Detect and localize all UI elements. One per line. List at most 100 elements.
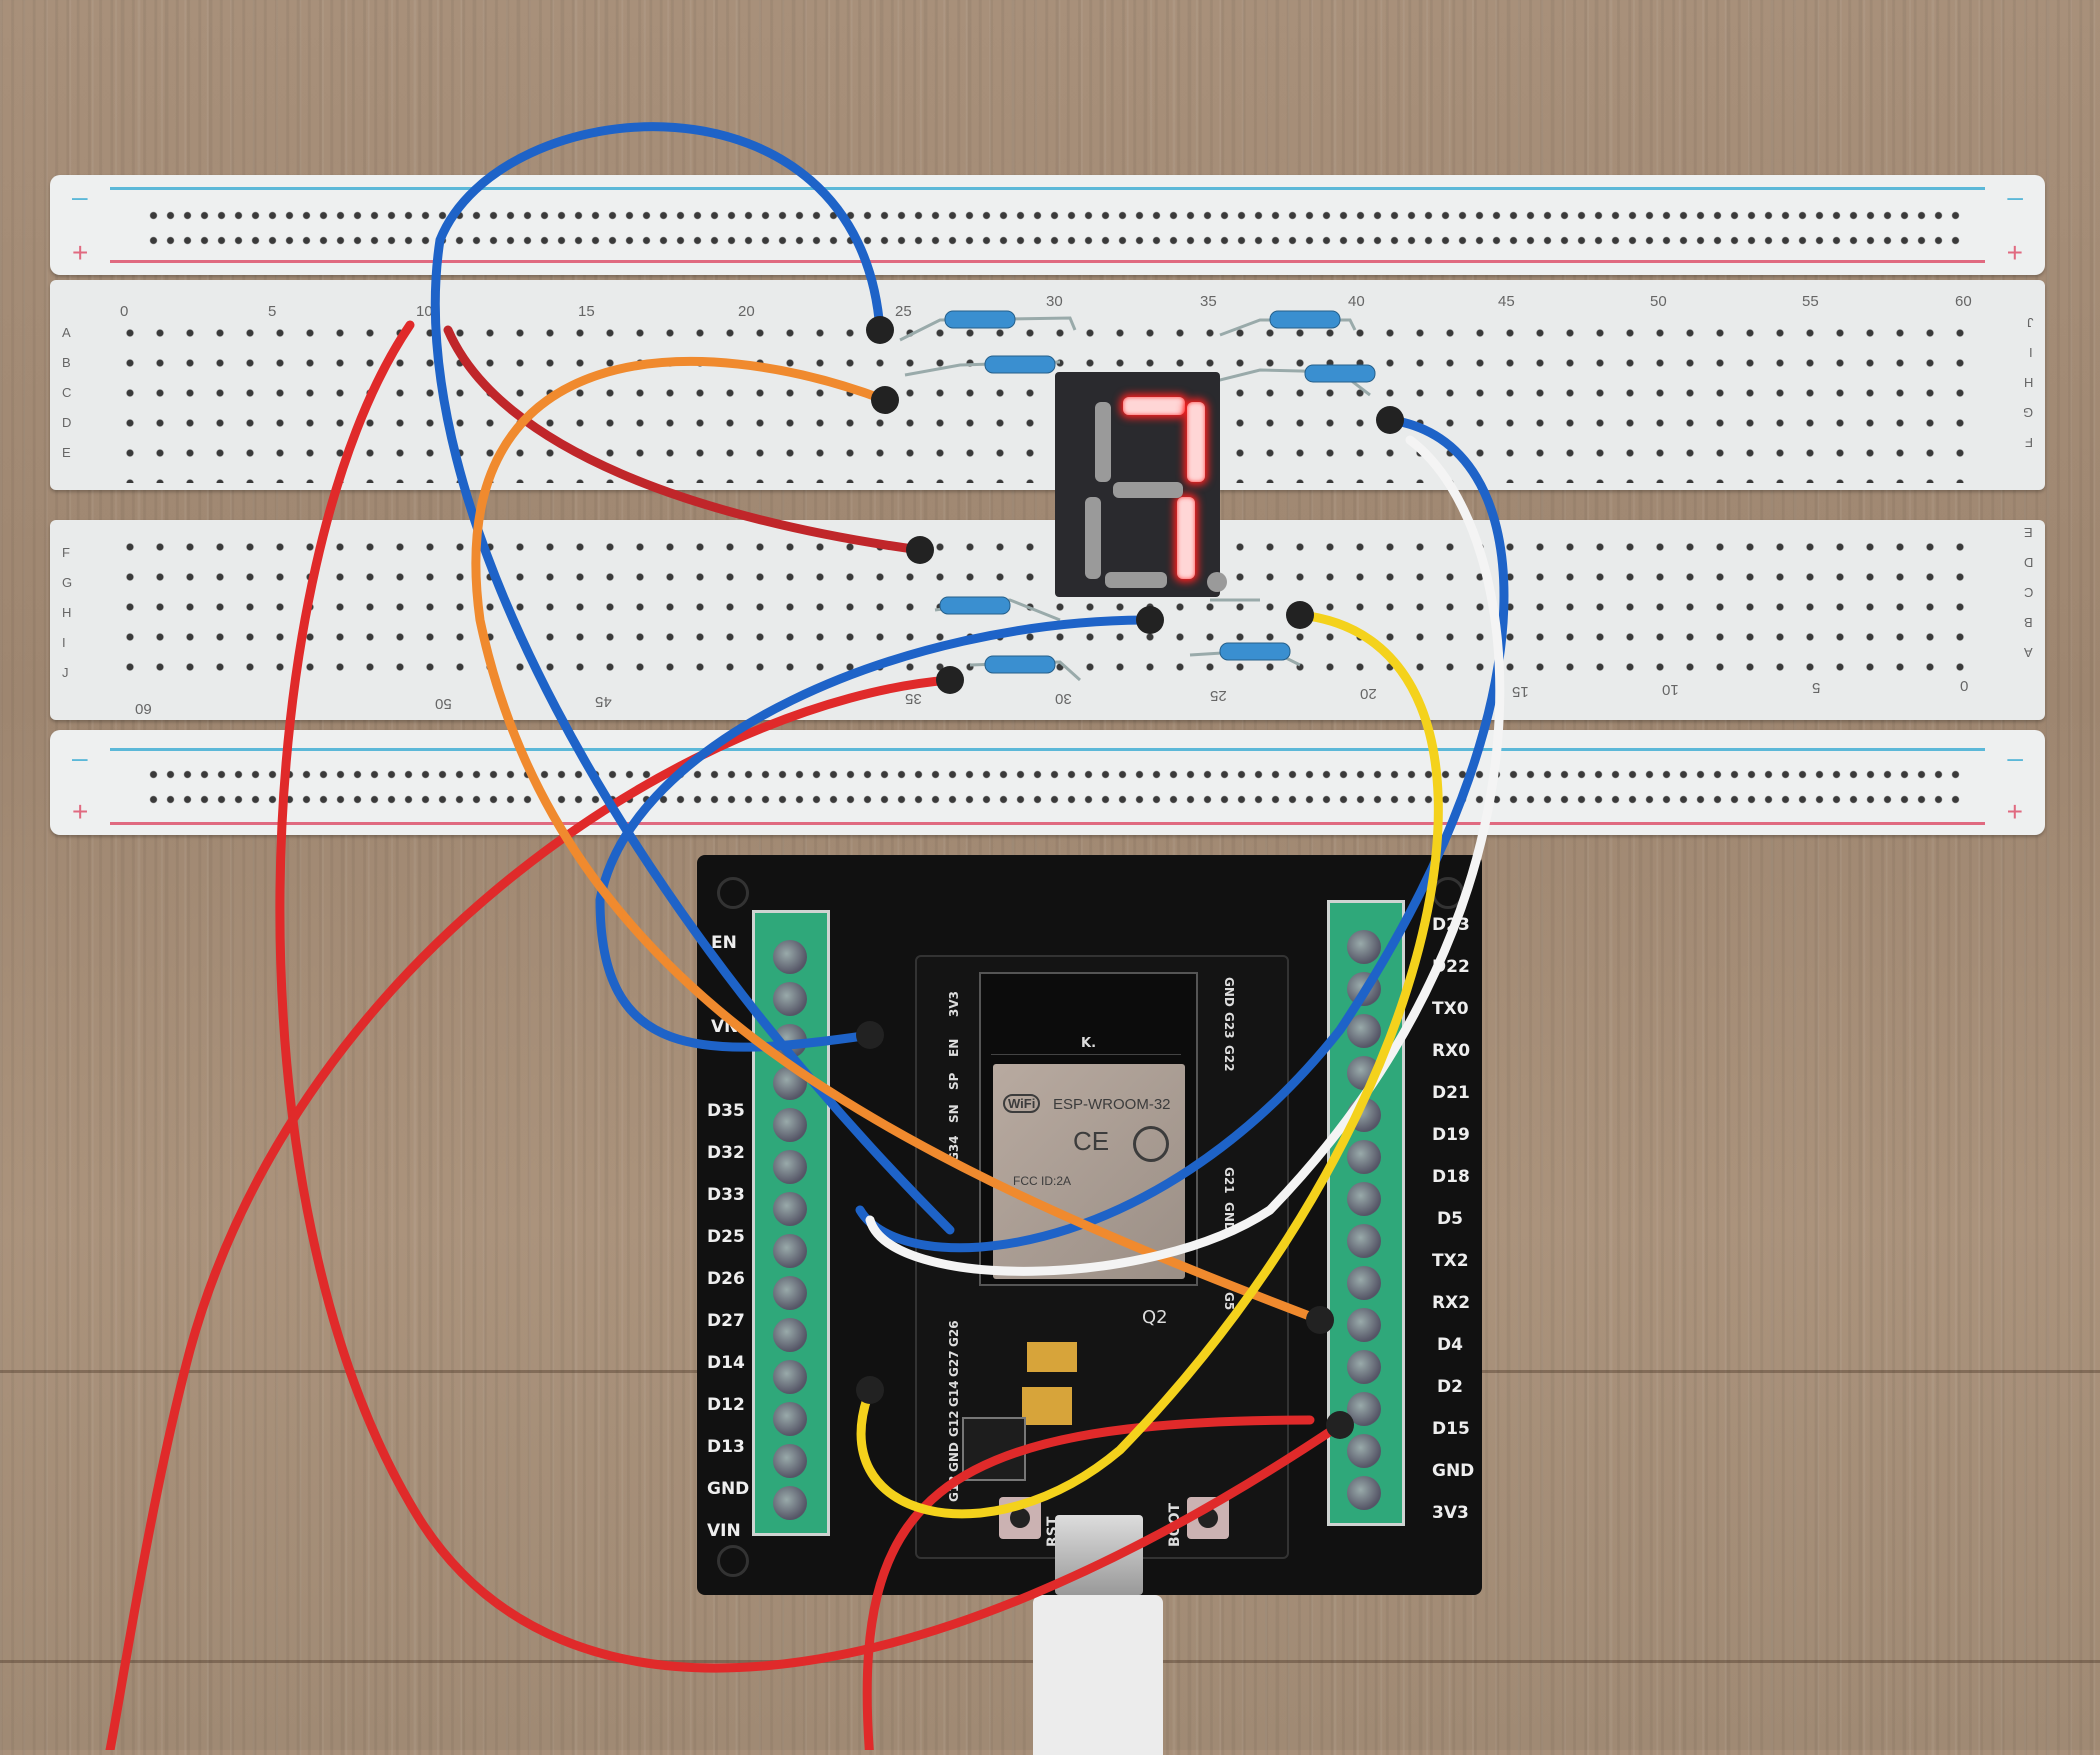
terminal-screw[interactable]	[773, 982, 807, 1016]
column-number: 0	[120, 303, 129, 320]
terminal-screw[interactable]	[773, 1192, 807, 1226]
pin-label: D5	[1437, 1209, 1463, 1229]
tantalum-capacitor	[1022, 1387, 1072, 1425]
antenna-area	[991, 984, 1181, 1055]
wifi-logo: WiFi	[1003, 1094, 1041, 1113]
terminal-screw[interactable]	[1347, 1476, 1381, 1510]
wire-connector	[856, 1376, 884, 1404]
column-number: 25	[895, 303, 912, 320]
pin-label: D12	[707, 1395, 745, 1415]
wire-red[interactable]	[275, 320, 1345, 1673]
espressif-logo-icon	[1133, 1126, 1169, 1162]
wire-connector	[1136, 606, 1164, 634]
terminal-screw[interactable]	[1347, 1014, 1381, 1048]
rail-minus-symbol: –	[72, 742, 88, 773]
pin-label: D32	[707, 1143, 745, 1163]
terminal-screw[interactable]	[1347, 1224, 1381, 1258]
resistor	[984, 355, 1056, 374]
resistor	[1219, 642, 1291, 661]
pin-label: D19	[1432, 1125, 1470, 1145]
terminal-screw[interactable]	[773, 1150, 807, 1184]
terminal-strip-top	[50, 280, 2045, 490]
pin-label: D35	[707, 1101, 745, 1121]
segment-e	[1085, 497, 1101, 579]
wire-connector	[1326, 1411, 1354, 1439]
row-letter: F	[62, 545, 70, 560]
pin-label: G23	[1222, 1012, 1236, 1039]
pin-label: 3V3	[1432, 1503, 1469, 1523]
pin-label: G22	[1222, 1045, 1236, 1072]
resistor	[1269, 310, 1341, 329]
segment-d	[1105, 572, 1167, 588]
row-letter: I	[62, 635, 66, 650]
module-name: ESP-WROOM-32	[1053, 1096, 1171, 1113]
pin-label: GND	[707, 1479, 750, 1499]
decimal-point	[1207, 572, 1227, 592]
pin-label: VIN	[707, 1521, 741, 1541]
wire-connector	[906, 536, 934, 564]
rail-holes	[145, 762, 1965, 812]
fcc-id: FCC ID:2A	[1013, 1174, 1072, 1188]
pin-label: GND	[1222, 977, 1236, 1007]
pin-label: D21	[1432, 1083, 1470, 1103]
row-letter: H	[62, 605, 72, 620]
wire-connector	[871, 386, 899, 414]
tantalum-capacitor	[1027, 1342, 1077, 1372]
terminal-screw[interactable]	[1347, 1350, 1381, 1384]
terminal-screw[interactable]	[1347, 1266, 1381, 1300]
wire-connector	[1306, 1306, 1334, 1334]
resistor	[939, 596, 1011, 615]
terminal-screw[interactable]	[773, 1318, 807, 1352]
wire-white[interactable]	[865, 435, 1505, 1276]
pin-label: EN	[711, 933, 737, 953]
wire-orange[interactable]	[471, 357, 1325, 1325]
row-letter: G	[62, 575, 73, 590]
terminal-screw[interactable]	[1347, 1308, 1381, 1342]
row-letter: B	[62, 355, 71, 370]
wire-red[interactable]	[443, 325, 925, 555]
terminal-screw[interactable]	[773, 940, 807, 974]
terminal-screw[interactable]	[773, 1360, 807, 1394]
ce-mark: CE	[1073, 1126, 1110, 1156]
row-letter: C	[62, 385, 72, 400]
resistor	[1304, 364, 1376, 383]
terminal-screw[interactable]	[773, 1234, 807, 1268]
wire-blue[interactable]	[595, 615, 1155, 1052]
q2-label: Q2	[1142, 1307, 1168, 1328]
rail-minus-symbol: –	[2007, 181, 2023, 212]
terminal-screw[interactable]	[773, 1486, 807, 1520]
column-number: 30	[1046, 293, 1063, 310]
wire-blue[interactable]	[430, 122, 955, 1235]
terminal-screw[interactable]	[773, 1108, 807, 1142]
wire-red[interactable]	[862, 1415, 1315, 1750]
column-number: 5	[268, 303, 277, 320]
terminal-screw[interactable]	[1347, 1140, 1381, 1174]
pin-label: TX0	[1432, 999, 1469, 1019]
wire-red[interactable]	[105, 675, 955, 1750]
wire-blue[interactable]	[855, 415, 1509, 1253]
power-rail-top: – + – +	[50, 175, 2045, 275]
segment-c	[1177, 497, 1195, 579]
terminal-screw[interactable]	[1347, 1182, 1381, 1216]
marking-k: K.	[1081, 1036, 1097, 1051]
rail-minus-line	[110, 748, 1985, 751]
row-letter: A	[62, 325, 71, 340]
terminal-screw[interactable]	[773, 1444, 807, 1478]
terminal-screw[interactable]	[773, 1402, 807, 1436]
rail-minus-line	[110, 187, 1985, 190]
wire-yellow[interactable]	[856, 610, 1443, 1519]
column-number: 50	[1650, 293, 1667, 310]
pin-label: TX2	[1432, 1251, 1469, 1271]
column-number: 15	[578, 303, 595, 320]
segment-g	[1113, 482, 1183, 498]
terminal-screw[interactable]	[773, 1276, 807, 1310]
terminal-screw[interactable]	[1347, 1434, 1381, 1468]
power-rail-bottom: – + – +	[50, 730, 2045, 835]
seven-segment-display	[1055, 372, 1227, 597]
rail-minus-symbol: –	[72, 181, 88, 212]
resistor	[944, 310, 1016, 329]
pin-label: D33	[707, 1185, 745, 1205]
pin-label: D4	[1437, 1335, 1463, 1355]
terminal-screw[interactable]	[1347, 930, 1381, 964]
